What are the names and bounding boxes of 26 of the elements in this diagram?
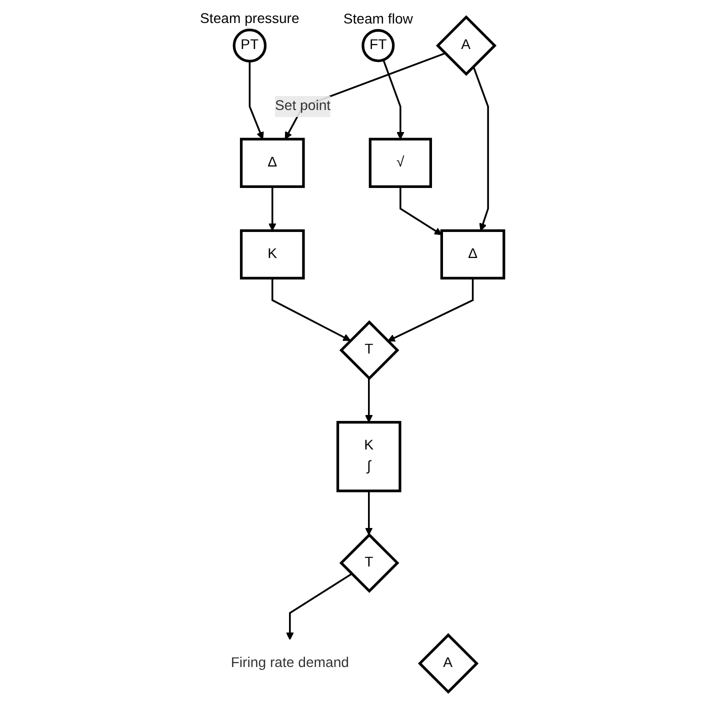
arrow: [286, 572, 352, 640]
node-circle: FT: [361, 28, 394, 62]
node-diamond: A: [417, 632, 478, 694]
arrow: [399, 186, 442, 235]
arrow: [382, 59, 404, 139]
arrow: [387, 278, 474, 342]
arrow: [271, 278, 350, 340]
node-diamond: T: [338, 320, 399, 380]
edge-label: Set point: [274, 98, 330, 114]
node-box: Δ: [440, 228, 505, 279]
arrow: [284, 52, 445, 139]
node-box: Δ: [239, 137, 304, 188]
caption-text: Steam pressure: [200, 9, 299, 26]
arrow: [248, 60, 264, 139]
arrow: [472, 66, 488, 230]
node-box: K ∫: [336, 420, 401, 492]
node-text: Firing rate demand: [230, 655, 349, 670]
node-circle: PT: [232, 28, 266, 62]
node-box: √: [368, 137, 432, 188]
arrow: [268, 186, 276, 230]
arrow: [364, 490, 372, 535]
node-box: K: [240, 228, 304, 279]
node-diamond: T: [338, 532, 399, 592]
node-diamond: A: [435, 14, 496, 76]
caption-text: Steam flow: [342, 10, 412, 26]
arrow: [364, 378, 372, 422]
